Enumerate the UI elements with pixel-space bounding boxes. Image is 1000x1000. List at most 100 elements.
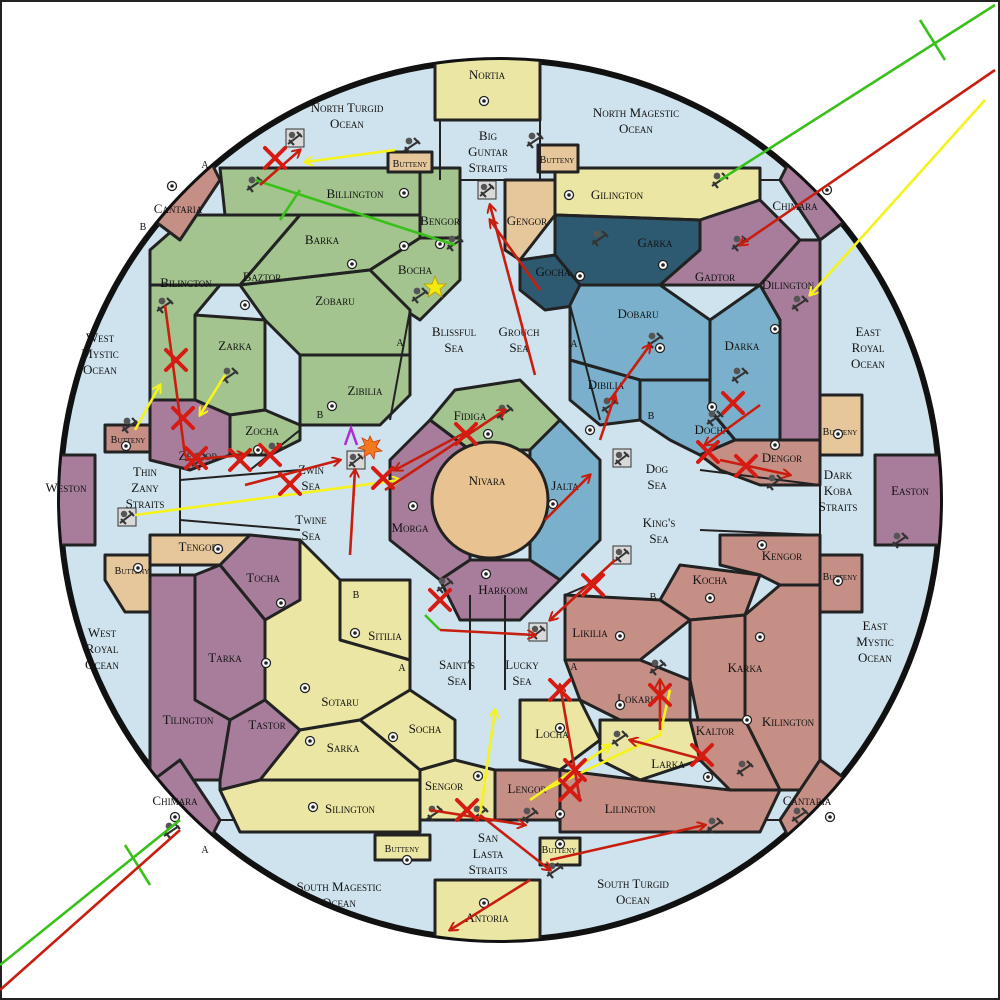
label-tilington: Tilington (163, 712, 214, 727)
move-line-green (278, 189, 302, 221)
catapult-unit-icon[interactable] (528, 622, 548, 642)
territory-labels: Nortia Antoria Weston Easton Cantaria A … (45, 67, 929, 925)
move-line-yellow (478, 710, 495, 816)
move-line-green (0, 818, 181, 967)
supply-center-dots (120, 95, 844, 909)
territory-butteny-e[interactable] (818, 393, 864, 457)
label-morga: Morga (391, 520, 429, 535)
territory-butteny-ne[interactable] (536, 143, 580, 174)
x-mark-icon (278, 472, 302, 496)
catapult-unit-icon[interactable] (612, 545, 632, 565)
label-easton: Easton (891, 483, 929, 498)
label-nivara: Nivara (469, 473, 506, 488)
x-mark-icon (171, 406, 195, 430)
x-mark-icon (734, 454, 758, 478)
territory-lilington[interactable] (558, 768, 782, 834)
label-gadtor: Gadtor (695, 269, 735, 284)
territory-silington[interactable] (218, 778, 422, 834)
dot-circle-icon (311, 805, 315, 809)
x-mark-icon (558, 778, 582, 802)
label-baztor: Baztor (243, 269, 282, 284)
x-mark-icon (581, 573, 605, 597)
move-line-red (244, 460, 340, 487)
label-kengor: Kengor (762, 548, 802, 563)
dot-circle-icon (411, 504, 415, 508)
territory-zarka[interactable] (193, 313, 267, 417)
territory-easton[interactable] (873, 453, 945, 547)
dot-circle-icon (706, 775, 710, 779)
x-mark-icon (563, 758, 587, 782)
retreat-arrow-icon (343, 424, 359, 446)
move-line-red (705, 403, 761, 445)
x-mark-icon (164, 348, 188, 372)
dot-circle-icon (618, 703, 622, 707)
territory-weston[interactable] (35, 453, 97, 547)
territory-billington[interactable] (218, 166, 422, 217)
move-line-red (439, 628, 535, 635)
label-zocha: Zocha (245, 423, 279, 438)
dot-circle-icon (303, 686, 307, 690)
territory-butteny-sw[interactable] (373, 833, 432, 862)
label-tengor: Tengor (179, 539, 218, 554)
star-icon (422, 274, 448, 298)
dot-circle-icon (658, 346, 662, 350)
label-larka: Larka (651, 756, 685, 771)
label-cantaria-nw-a: A (201, 160, 209, 171)
label-nortia: Nortia (469, 67, 506, 82)
dot-circle-icon (567, 193, 571, 197)
dot-circle-icon (745, 718, 749, 722)
x-mark-icon (228, 448, 252, 472)
move-line-yellow (544, 689, 672, 792)
label-kilington: Kilington (762, 714, 815, 729)
dot-circle-icon (402, 191, 406, 195)
catapult-unit-icon[interactable] (346, 450, 366, 470)
label-chimara-ne: Chimara (772, 198, 818, 213)
label-sotaru: Sotaru (321, 694, 359, 709)
label-cantaria-nw-b: B (140, 222, 147, 233)
territory-nivara[interactable] (430, 440, 550, 560)
label-chimara-sw: Chimara (152, 793, 198, 808)
dot-circle-icon (558, 726, 562, 730)
territory-butteny-nw[interactable] (386, 150, 434, 174)
territory-antoria[interactable] (433, 878, 542, 960)
territory-gadtor[interactable] (658, 198, 802, 287)
dot-circle-icon (618, 634, 622, 638)
dot-circle-icon (551, 502, 555, 506)
move-line-red (395, 428, 471, 470)
catapult-unit-icon[interactable] (477, 180, 497, 200)
move-line-red (740, 68, 996, 245)
territory-butteny-w[interactable] (103, 423, 152, 454)
label-sarka: Sarka (327, 740, 360, 755)
label-barka: Barka (305, 232, 340, 247)
dot-circle-icon (405, 858, 409, 862)
label-garka: Garka (638, 235, 673, 250)
label-dilington: Dilington (762, 277, 815, 292)
territory-likilia[interactable] (563, 593, 692, 662)
label-butteny-ne: Butteny (540, 155, 575, 166)
territory-gengor[interactable] (503, 178, 557, 262)
dot-circle-icon (482, 901, 486, 905)
catapult-unit-icon[interactable] (117, 507, 137, 527)
label-lokaru-a: A (570, 662, 578, 673)
territory-butteny-se[interactable] (538, 836, 582, 867)
label-jalta: Jalta (551, 478, 579, 493)
catapult-unit-icon[interactable] (285, 128, 305, 148)
dot-circle-icon (353, 631, 357, 635)
catapult-unit-icon[interactable] (612, 448, 632, 468)
label-chimara-sw-a: A (201, 845, 209, 856)
move-arrows (0, 3, 996, 991)
sea-dividers (179, 120, 821, 690)
dot-circle-icon (708, 596, 712, 600)
move-line-red (348, 470, 355, 556)
